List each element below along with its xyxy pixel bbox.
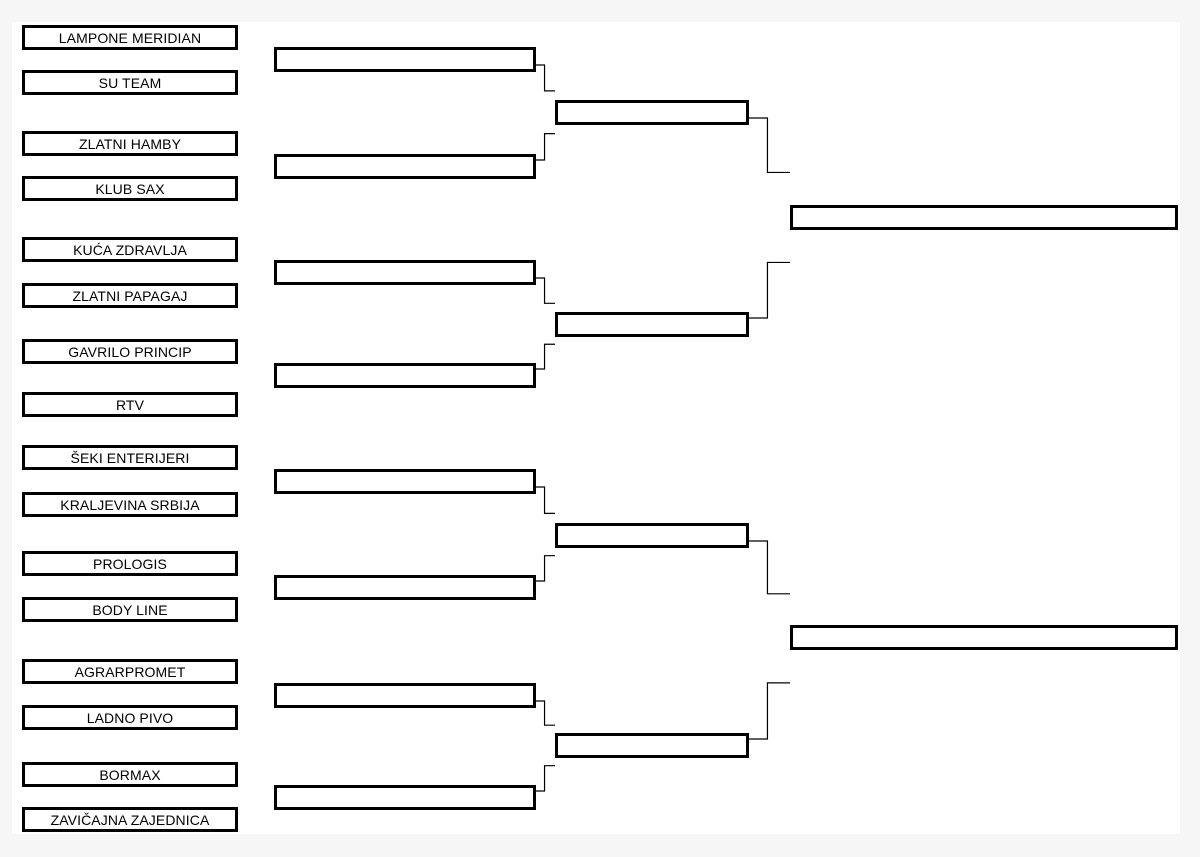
team-box: ZAVIČAJNA ZAJEDNICA	[22, 807, 238, 832]
team-box: ŠEKI ENTERIJERI	[22, 445, 238, 470]
final-slot[interactable]	[790, 625, 1178, 650]
team-box: LADNO PIVO	[22, 705, 238, 730]
team-box: AGRARPROMET	[22, 659, 238, 684]
round3-slot[interactable]	[555, 733, 749, 758]
team-box: KRALJEVINA SRBIJA	[22, 492, 238, 517]
round3-slot[interactable]	[555, 100, 749, 125]
final-slot[interactable]	[790, 205, 1178, 230]
team-box: BODY LINE	[22, 597, 238, 622]
team-box: ZLATNI PAPAGAJ	[22, 283, 238, 308]
round3-slot[interactable]	[555, 312, 749, 337]
round2-slot[interactable]	[274, 154, 536, 179]
round2-slot[interactable]	[274, 683, 536, 708]
round2-slot[interactable]	[274, 47, 536, 72]
round2-slot[interactable]	[274, 260, 536, 285]
team-box: PROLOGIS	[22, 551, 238, 576]
round2-slot[interactable]	[274, 575, 536, 600]
team-box: BORMAX	[22, 762, 238, 787]
round2-slot[interactable]	[274, 363, 536, 388]
round2-slot[interactable]	[274, 469, 536, 494]
team-box: GAVRILO PRINCIP	[22, 339, 238, 364]
team-box: RTV	[22, 392, 238, 417]
team-box: SU TEAM	[22, 70, 238, 95]
team-box: KUĆA ZDRAVLJA	[22, 237, 238, 262]
round3-slot[interactable]	[555, 523, 749, 548]
round2-slot[interactable]	[274, 785, 536, 810]
team-box: KLUB SAX	[22, 176, 238, 201]
bracket-sheet	[12, 22, 1180, 834]
team-box: ZLATNI HAMBY	[22, 131, 238, 156]
team-box: LAMPONE MERIDIAN	[22, 25, 238, 50]
